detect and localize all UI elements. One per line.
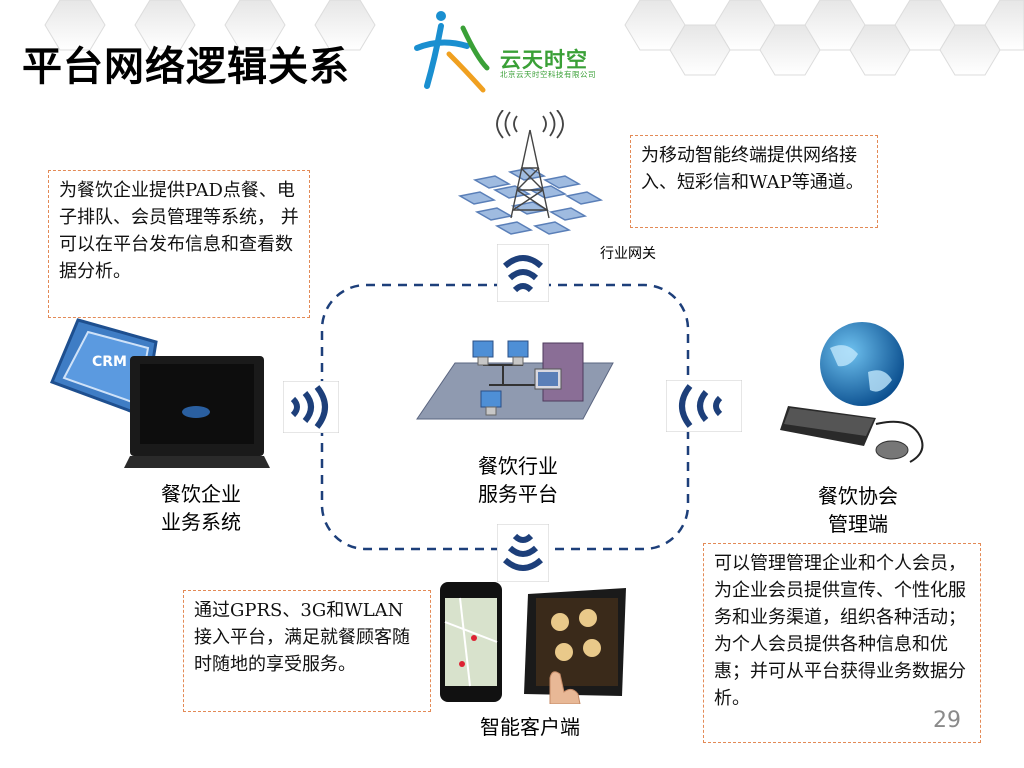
client-label: 智能客户端 — [480, 715, 580, 739]
enterprise-note: 为餐饮企业提供PAD点餐、电子排队、会员管理等系统， 并可以在平台发布信息和查看… — [48, 170, 310, 318]
association-label-line1: 餐饮协会 — [818, 484, 898, 508]
platform-network-icon — [416, 340, 614, 420]
slide-title: 平台网络逻辑关系 — [22, 44, 350, 90]
association-label-line2: 管理端 — [828, 512, 888, 536]
signal-icon-bottom — [497, 524, 549, 582]
header-hexagon-pattern — [44, 0, 1024, 76]
crm-badge: CRM — [92, 354, 127, 370]
center-label-line1: 餐饮行业 — [478, 454, 558, 478]
page-number: 29 — [933, 708, 961, 733]
center-label-line2: 服务平台 — [478, 482, 558, 506]
logo-name: 云天时空 — [500, 48, 588, 72]
client-note: 通过GPRS、3G和WLAN接入平台，满足就餐顾客随时随地的享受服务。 — [183, 590, 431, 712]
association-globe-keyboard-icon — [780, 322, 924, 463]
signal-icon-right — [666, 380, 742, 432]
association-note: 可以管理管理企业和个人会员，为企业会员提供宣传、个性化服务和业务渠道，组织各种活… — [703, 543, 981, 743]
gateway-note: 为移动智能终端提供网络接入、短彩信和WAP等通道。 — [630, 135, 878, 228]
enterprise-label: 餐饮企业 业务系统 — [138, 480, 264, 536]
association-label: 餐饮协会 管理端 — [793, 482, 923, 538]
smart-client-devices-icon — [440, 582, 626, 704]
enterprise-label-line1: 餐饮企业 — [161, 482, 241, 506]
enterprise-label-line2: 业务系统 — [161, 510, 241, 534]
gateway-label: 行业网关 — [600, 246, 656, 262]
enterprise-laptop-icon — [50, 318, 270, 468]
signal-icon-left — [283, 381, 339, 433]
logo-subtitle: 北京云天时空科技有限公司 — [500, 70, 596, 79]
gateway-tower-icon — [457, 110, 604, 235]
company-logo — [414, 11, 490, 93]
center-platform-label: 餐饮行业 服务平台 — [455, 452, 581, 508]
signal-icon-top — [497, 244, 549, 302]
